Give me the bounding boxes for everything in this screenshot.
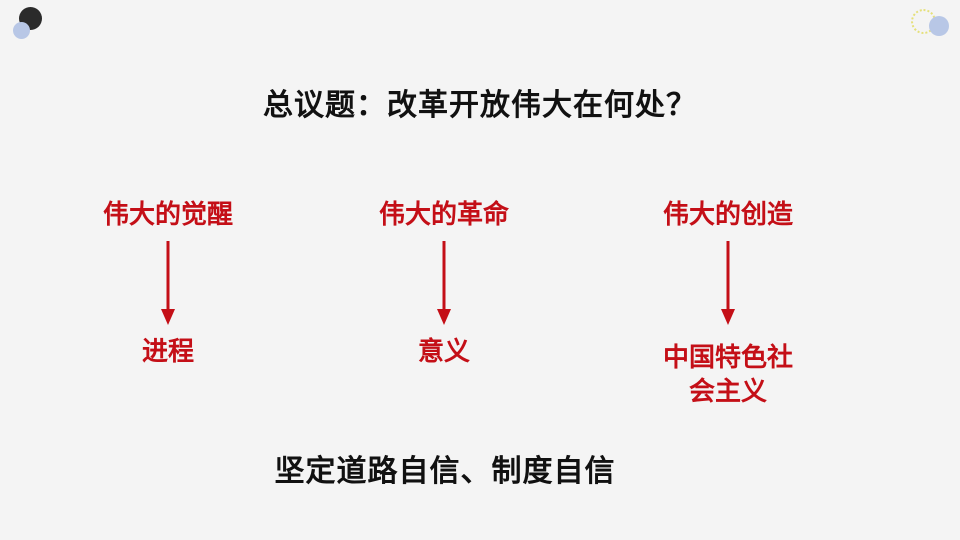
down-arrow-icon bbox=[437, 241, 451, 325]
topic-result-line: 意义 bbox=[417, 337, 470, 367]
topic-result-line: 进程 bbox=[141, 337, 194, 367]
topic-result: 意义 bbox=[324, 335, 564, 369]
topic-heading: 伟大的革命 bbox=[378, 200, 509, 230]
topic-result: 中国特色社 会主义 bbox=[608, 341, 848, 409]
topic-result: 进程 bbox=[48, 335, 288, 369]
topic-heading: 伟大的创造 bbox=[662, 200, 793, 230]
topic-result-line: 中国特色社 bbox=[662, 343, 793, 373]
down-arrow-icon bbox=[161, 241, 175, 325]
topic-result-line: 会主义 bbox=[688, 377, 767, 407]
decorative-circle-blue bbox=[13, 22, 30, 39]
conclusion-text: 坚定道路自信、制度自信 bbox=[274, 454, 616, 489]
topic-column-revolution: 伟大的革命 意义 bbox=[324, 195, 564, 369]
decorative-circle-blue-right bbox=[929, 16, 949, 36]
topic-column-creation: 伟大的创造 中国特色社 会主义 bbox=[608, 195, 848, 409]
slide-title: 总议题：改革开放伟大在何处？ bbox=[263, 88, 697, 123]
topic-column-awakening: 伟大的觉醒 进程 bbox=[48, 195, 288, 369]
down-arrow-icon bbox=[721, 241, 735, 325]
topic-heading: 伟大的觉醒 bbox=[102, 200, 233, 230]
